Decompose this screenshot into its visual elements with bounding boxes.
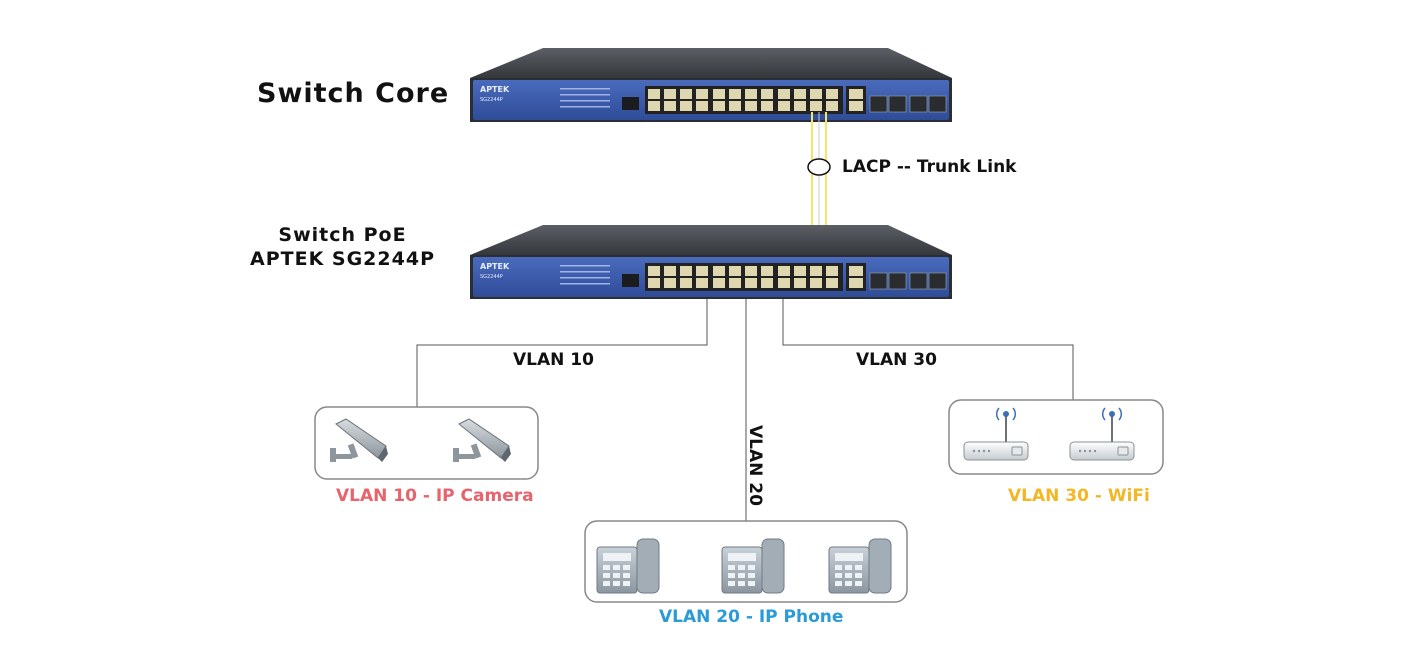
vlan-links — [416, 299, 1074, 521]
poe-switch-title: Switch PoE APTEK SG2244P — [240, 223, 445, 271]
vlan20-link-label: VLAN 20 — [745, 425, 765, 506]
ip-phone-icon — [828, 538, 892, 594]
vlan10-caption: VLAN 10 - IP Camera — [336, 486, 534, 506]
vlan10-link — [416, 299, 708, 408]
poe-ethernet-ports — [645, 263, 866, 291]
poe-sfp-ports — [869, 272, 947, 290]
poe-console-port — [622, 274, 639, 287]
core-switch-title: Switch Core — [257, 78, 450, 109]
vlan10-link-label: VLAN 10 — [513, 350, 594, 370]
vlan20-phone-group — [584, 520, 908, 603]
poe-switch — [470, 225, 952, 299]
poe-switch-title-line1: Switch PoE — [278, 224, 407, 246]
core-sfp-ports — [869, 95, 947, 113]
ip-camera-icon — [453, 418, 511, 462]
core-led-panel — [560, 88, 610, 108]
lacp-bundle-marker — [807, 158, 831, 176]
poe-switch-title-line2: APTEK SG2244P — [250, 248, 435, 270]
core-switch-model: SG2244P — [480, 97, 503, 103]
trunk-link — [807, 112, 831, 232]
wifi-access-point-icon — [1069, 407, 1135, 461]
vlan30-wifi-group — [948, 399, 1164, 475]
ip-camera-icon — [330, 418, 388, 462]
poe-led-panel — [560, 265, 610, 285]
poe-switch-model: SG2244P — [480, 274, 503, 280]
core-console-port — [622, 97, 639, 110]
vlan20-caption: VLAN 20 - IP Phone — [659, 607, 844, 627]
wifi-access-point-icon — [963, 407, 1029, 461]
vlan30-link — [782, 299, 1074, 400]
core-switch-brand: APTEK — [480, 85, 510, 94]
poe-switch-brand: APTEK — [480, 262, 510, 271]
vlan10-camera-group — [314, 406, 539, 480]
vlan30-caption: VLAN 30 - WiFi — [1008, 486, 1150, 506]
core-ethernet-ports — [645, 86, 866, 114]
core-switch — [470, 48, 952, 122]
ip-phone-icon — [721, 538, 785, 594]
ip-phone-icon — [596, 538, 660, 594]
vlan30-link-label: VLAN 30 — [856, 350, 937, 370]
trunk-link-label: LACP -- Trunk Link — [842, 157, 1017, 177]
